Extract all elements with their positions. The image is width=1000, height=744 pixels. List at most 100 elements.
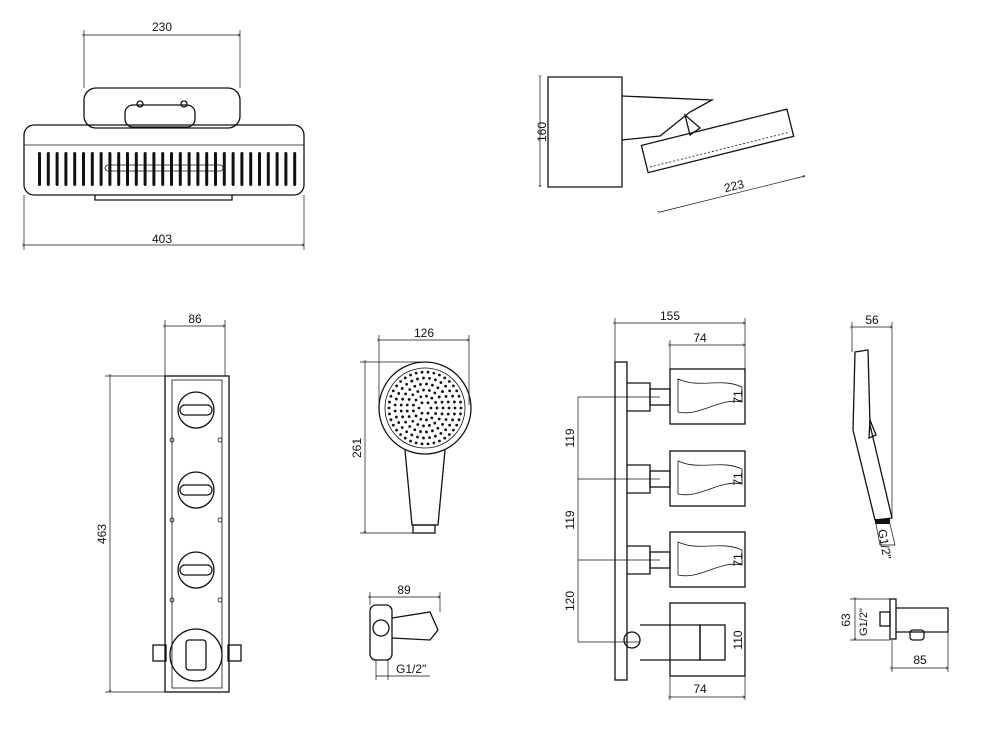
- nozzle: [444, 428, 448, 432]
- nozzle: [459, 400, 462, 404]
- nozzle: [414, 398, 418, 402]
- nozzle: [399, 409, 403, 413]
- handle-lever: [179, 564, 213, 576]
- dim-height: 463: [95, 524, 109, 544]
- nozzle: [411, 393, 415, 397]
- holder-view: 89 G1/2": [370, 583, 440, 680]
- handshower-side-view: G1/2" 56: [852, 313, 896, 560]
- slot: [161, 152, 165, 186]
- nozzle: [431, 429, 434, 433]
- nozzle: [446, 400, 450, 404]
- screw-icon: [217, 597, 223, 603]
- slot: [143, 152, 147, 186]
- nozzle: [457, 418, 461, 422]
- dim-spacing-1: 119: [563, 428, 577, 447]
- handle-ring: [177, 391, 215, 429]
- slot: [205, 152, 209, 186]
- nozzle: [452, 412, 456, 416]
- nozzle: [393, 409, 397, 413]
- handle-ring: [177, 551, 215, 589]
- slot: [108, 152, 112, 186]
- slot: [152, 152, 156, 186]
- nozzle: [438, 373, 441, 377]
- nozzle: [447, 433, 451, 436]
- slot: [82, 152, 85, 186]
- nozzle: [414, 441, 418, 445]
- dim-width: 56: [865, 313, 879, 327]
- slot: [99, 152, 103, 186]
- slot: [117, 152, 121, 186]
- nozzle: [453, 406, 457, 410]
- nozzle: [397, 392, 401, 395]
- nozzle: [426, 401, 430, 405]
- overhead-shower-side-view: 160 223: [535, 77, 805, 212]
- nozzle: [420, 401, 424, 405]
- nozzle: [439, 381, 443, 384]
- nozzle: [434, 434, 437, 438]
- nozzle: [459, 412, 462, 416]
- nozzle: [438, 439, 441, 443]
- nozzle: [422, 388, 425, 392]
- nozzle: [403, 376, 407, 380]
- nozzle: [457, 394, 461, 398]
- nozzle: [399, 433, 403, 436]
- screw-icon: [169, 517, 175, 523]
- dim-head-length: 223: [723, 177, 746, 196]
- nozzle: [400, 387, 404, 390]
- dim-spacing-3: 120: [563, 591, 577, 611]
- nozzle: [409, 373, 412, 377]
- nozzle: [428, 424, 431, 427]
- nozzle: [441, 423, 444, 426]
- nozzle: [441, 406, 445, 410]
- nozzle: [437, 395, 441, 399]
- nozzle: [405, 403, 409, 407]
- nozzle: [425, 418, 428, 422]
- screw-icon: [217, 517, 223, 523]
- thread-label: G1/2": [396, 662, 426, 676]
- nozzle: [401, 397, 405, 401]
- nozzle: [436, 386, 440, 390]
- nozzle: [400, 426, 404, 429]
- nozzle: [425, 430, 428, 434]
- nozzle: [410, 433, 414, 437]
- handle-ring: [177, 471, 215, 509]
- nozzle: [430, 396, 434, 400]
- slot: [134, 152, 138, 186]
- dim-handle-height-1: 71: [731, 390, 745, 404]
- nozzle: [435, 406, 439, 410]
- nozzle: [448, 423, 452, 427]
- nozzle: [416, 377, 419, 381]
- nozzle: [416, 423, 420, 426]
- nozzle: [448, 389, 452, 393]
- nozzle: [414, 414, 418, 418]
- nozzle: [419, 417, 423, 421]
- slot: [266, 152, 270, 186]
- nozzle: [451, 394, 454, 398]
- dim-handle-height-3: 71: [731, 553, 745, 567]
- nozzle: [405, 382, 409, 386]
- slot: [284, 152, 288, 186]
- nozzle: [429, 406, 433, 410]
- nozzle: [422, 424, 425, 428]
- handle-lever: [179, 484, 213, 496]
- nozzle: [410, 379, 414, 383]
- handle-lever: [179, 404, 213, 416]
- nozzle: [440, 412, 444, 416]
- nozzle: [459, 406, 463, 410]
- nozzle: [455, 423, 459, 427]
- lever-icon: [677, 378, 743, 414]
- nozzle: [455, 389, 459, 393]
- slot: [64, 152, 68, 186]
- nozzle: [426, 370, 430, 374]
- diverter-handle: [169, 471, 223, 523]
- nozzle: [437, 417, 441, 421]
- nozzle: [432, 441, 436, 445]
- nozzle: [409, 439, 412, 443]
- slot: [46, 152, 50, 186]
- nozzle: [403, 436, 407, 440]
- nozzle: [430, 416, 434, 420]
- nozzle: [420, 411, 424, 415]
- nozzle: [395, 428, 398, 432]
- handshower-front-view: 126 261: [350, 326, 472, 534]
